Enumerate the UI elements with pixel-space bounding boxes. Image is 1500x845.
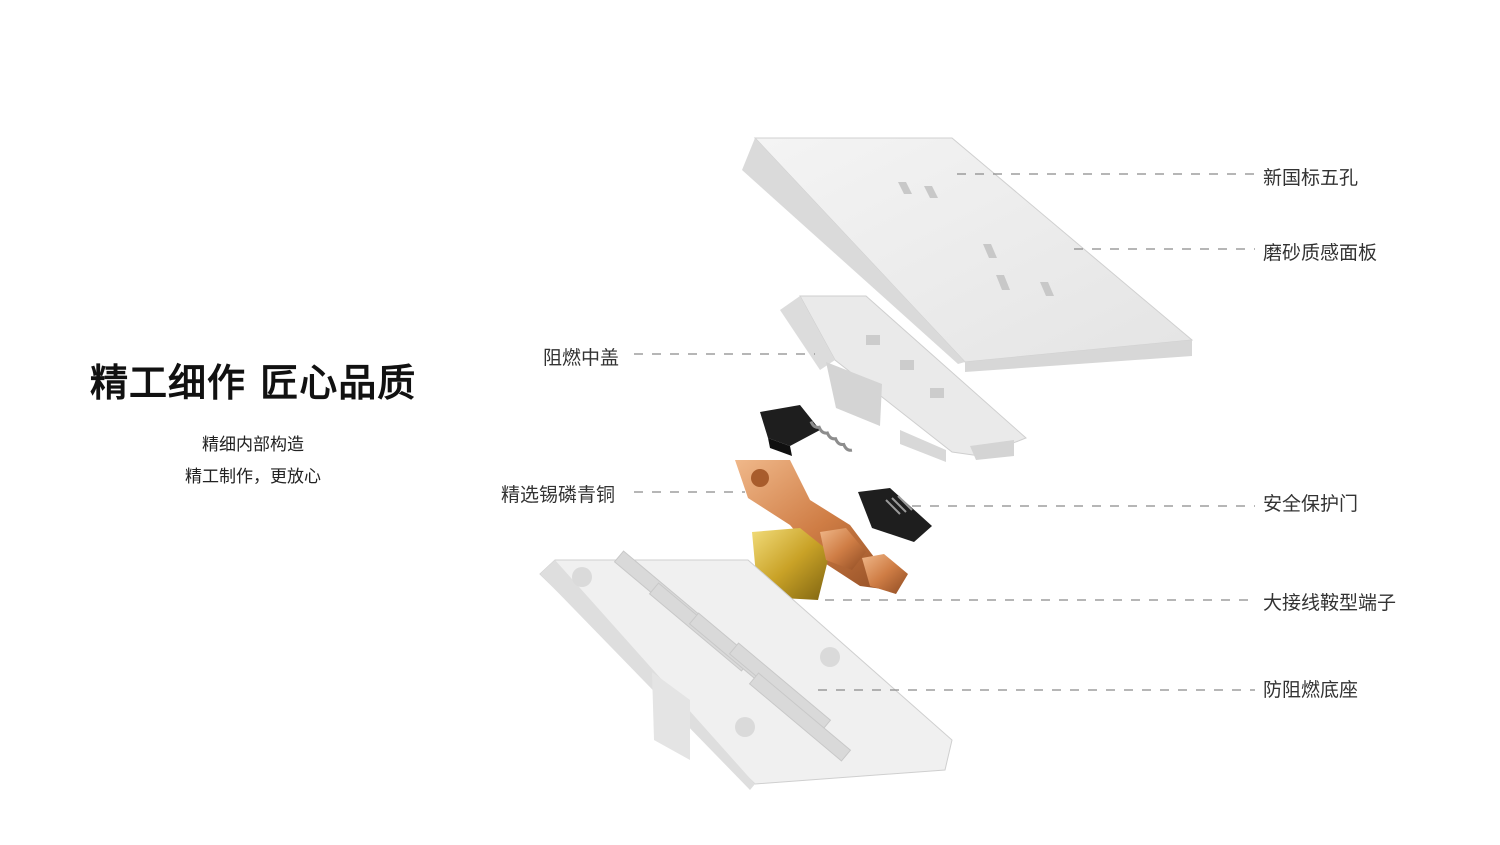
callout-flame-retardant-cover: 阻燃中盖 <box>543 347 620 369</box>
callout-flame-retardant-base: 防阻燃底座 <box>1263 679 1359 701</box>
subtitle-line-2: 精工制作，更放心 <box>185 467 321 487</box>
callout-frosted-panel: 磨砂质感面板 <box>1263 242 1378 264</box>
callout-saddle-terminal: 大接线鞍型端子 <box>1263 592 1397 614</box>
leader-lines <box>634 173 1255 691</box>
subtitle-line-1: 精细内部构造 <box>202 435 304 455</box>
flame-retardant-base <box>539 550 953 790</box>
safety-shutter-right <box>858 488 932 542</box>
front-panel <box>742 137 1194 372</box>
panel-two-hole-slots <box>898 182 938 198</box>
safety-shutter-left <box>760 405 853 456</box>
callout-safety-door: 安全保护门 <box>1263 493 1359 515</box>
panel-three-hole-slots <box>983 244 1054 296</box>
callout-five-hole: 新国标五孔 <box>1263 167 1359 189</box>
headline: 精工细作 匠心品质 <box>90 361 417 405</box>
middle-cover <box>780 295 1027 462</box>
bronze-contacts <box>735 460 908 600</box>
callout-tin-phosphor-bronze: 精选锡磷青铜 <box>501 484 616 506</box>
